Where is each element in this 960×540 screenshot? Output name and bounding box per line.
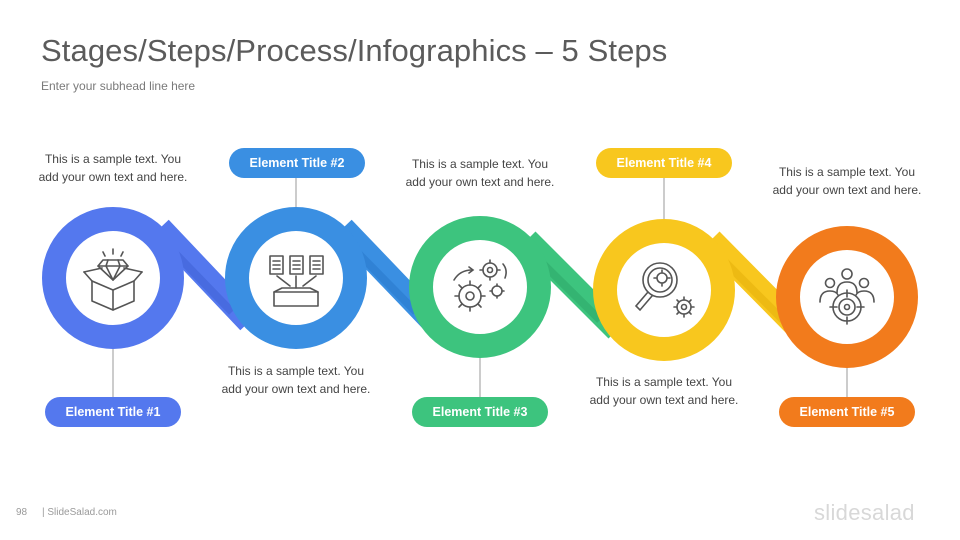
step-text-3: This is a sample text. You add your own … (405, 157, 555, 189)
page-title: Stages/Steps/Process/Infographics – 5 St… (41, 33, 668, 68)
step-title-3: Element Title #3 (412, 397, 548, 427)
step-text-5: This is a sample text. You add your own … (772, 165, 922, 197)
step-title-5: Element Title #5 (779, 397, 915, 427)
brand-logo: slidesalad (814, 500, 915, 525)
page-number: 98 (16, 507, 28, 518)
diamond-box-icon (83, 248, 143, 311)
footer-site: | SlideSalad.com (42, 507, 117, 518)
magnifier-gears-icon (634, 262, 695, 318)
step-ring-4 (593, 219, 735, 361)
gears-icon (453, 259, 507, 312)
documents-tray-icon (269, 255, 324, 307)
step-text-4: This is a sample text. You add your own … (589, 375, 739, 407)
step-text-2: This is a sample text. You add your own … (221, 364, 371, 396)
target-people-icon (819, 268, 875, 325)
step-ring-1 (42, 207, 184, 349)
step-title-1: Element Title #1 (45, 397, 181, 427)
step-text-1: This is a sample text. You add your own … (38, 152, 188, 184)
step-title-4: Element Title #4 (596, 148, 732, 178)
page-subtitle: Enter your subhead line here (41, 79, 196, 93)
step-title-2: Element Title #2 (229, 148, 365, 178)
